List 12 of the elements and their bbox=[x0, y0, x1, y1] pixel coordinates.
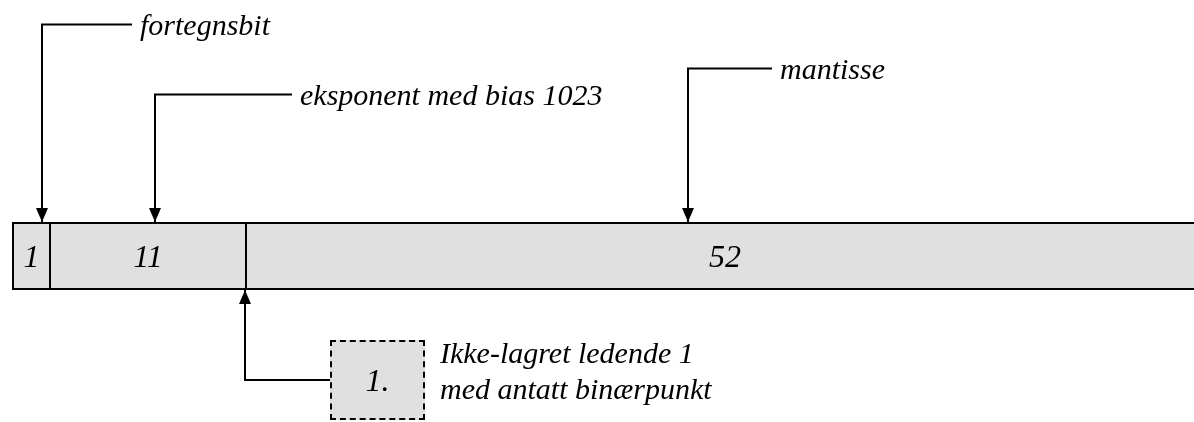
leader-arrow bbox=[239, 289, 331, 381]
hidden-bit-box: 1. bbox=[330, 340, 425, 420]
sign-field: 1 bbox=[12, 222, 51, 290]
exponent-field: 11 bbox=[49, 222, 247, 290]
field-label: mantisse bbox=[780, 52, 885, 85]
field-label: eksponent med bias 1023 bbox=[300, 78, 603, 111]
leader-arrow bbox=[149, 93, 293, 223]
note-text: Ikke-lagret ledende 1 med antatt binærpunkt bbox=[440, 335, 713, 407]
leader-arrow bbox=[682, 67, 773, 223]
mantissa-field: 52 bbox=[245, 222, 1194, 290]
field-label: fortegnsbit bbox=[140, 8, 270, 41]
leader-arrow bbox=[36, 23, 133, 223]
